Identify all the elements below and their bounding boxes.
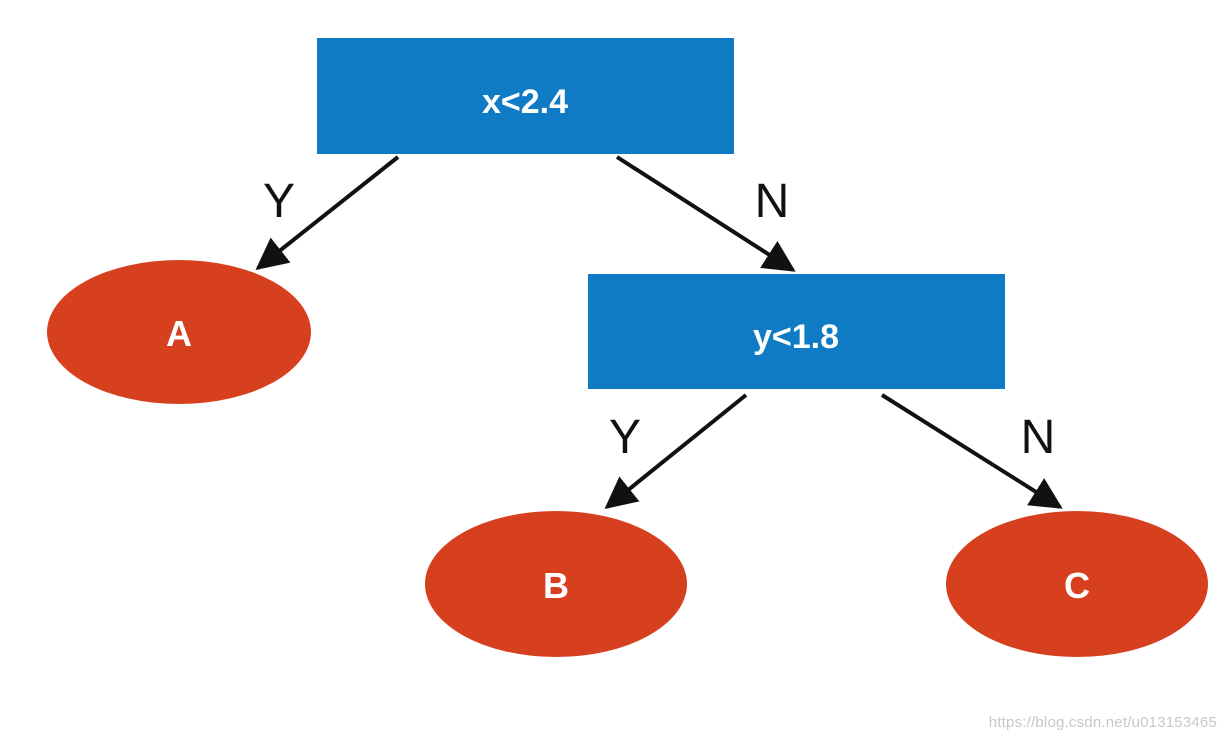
edge-split-to-c <box>880 393 1063 509</box>
root-decision-node: x<2.4 <box>317 38 734 154</box>
leaf-a-ellipse <box>47 260 311 404</box>
leaf-c-label: C <box>1064 565 1090 606</box>
edge-label-root-yes: Y <box>263 175 295 228</box>
leaf-a-label: A <box>166 313 192 354</box>
edge-label-split-yes: Y <box>609 411 641 464</box>
split-decision-box <box>588 274 1005 389</box>
leaf-node-a: A <box>47 260 311 404</box>
watermark-url: https://blog.csdn.net/u013153465 <box>988 714 1217 731</box>
edge-label-split-no: N <box>1021 411 1056 464</box>
root-decision-label: x<2.4 <box>482 83 568 121</box>
edge-label-root-no: N <box>755 175 790 228</box>
root-decision-box <box>317 38 734 154</box>
leaf-b-label: B <box>543 565 569 606</box>
leaf-b-ellipse <box>425 511 687 657</box>
split-decision-node: y<1.8 <box>588 274 1005 389</box>
split-decision-label: y<1.8 <box>753 318 839 356</box>
edge-root-to-split <box>615 155 796 272</box>
leaf-c-ellipse <box>946 511 1208 657</box>
edge-split-to-b <box>604 393 748 510</box>
edge-root-to-a <box>255 155 400 270</box>
leaf-node-c: C <box>946 511 1208 657</box>
leaf-node-b: B <box>425 511 687 657</box>
